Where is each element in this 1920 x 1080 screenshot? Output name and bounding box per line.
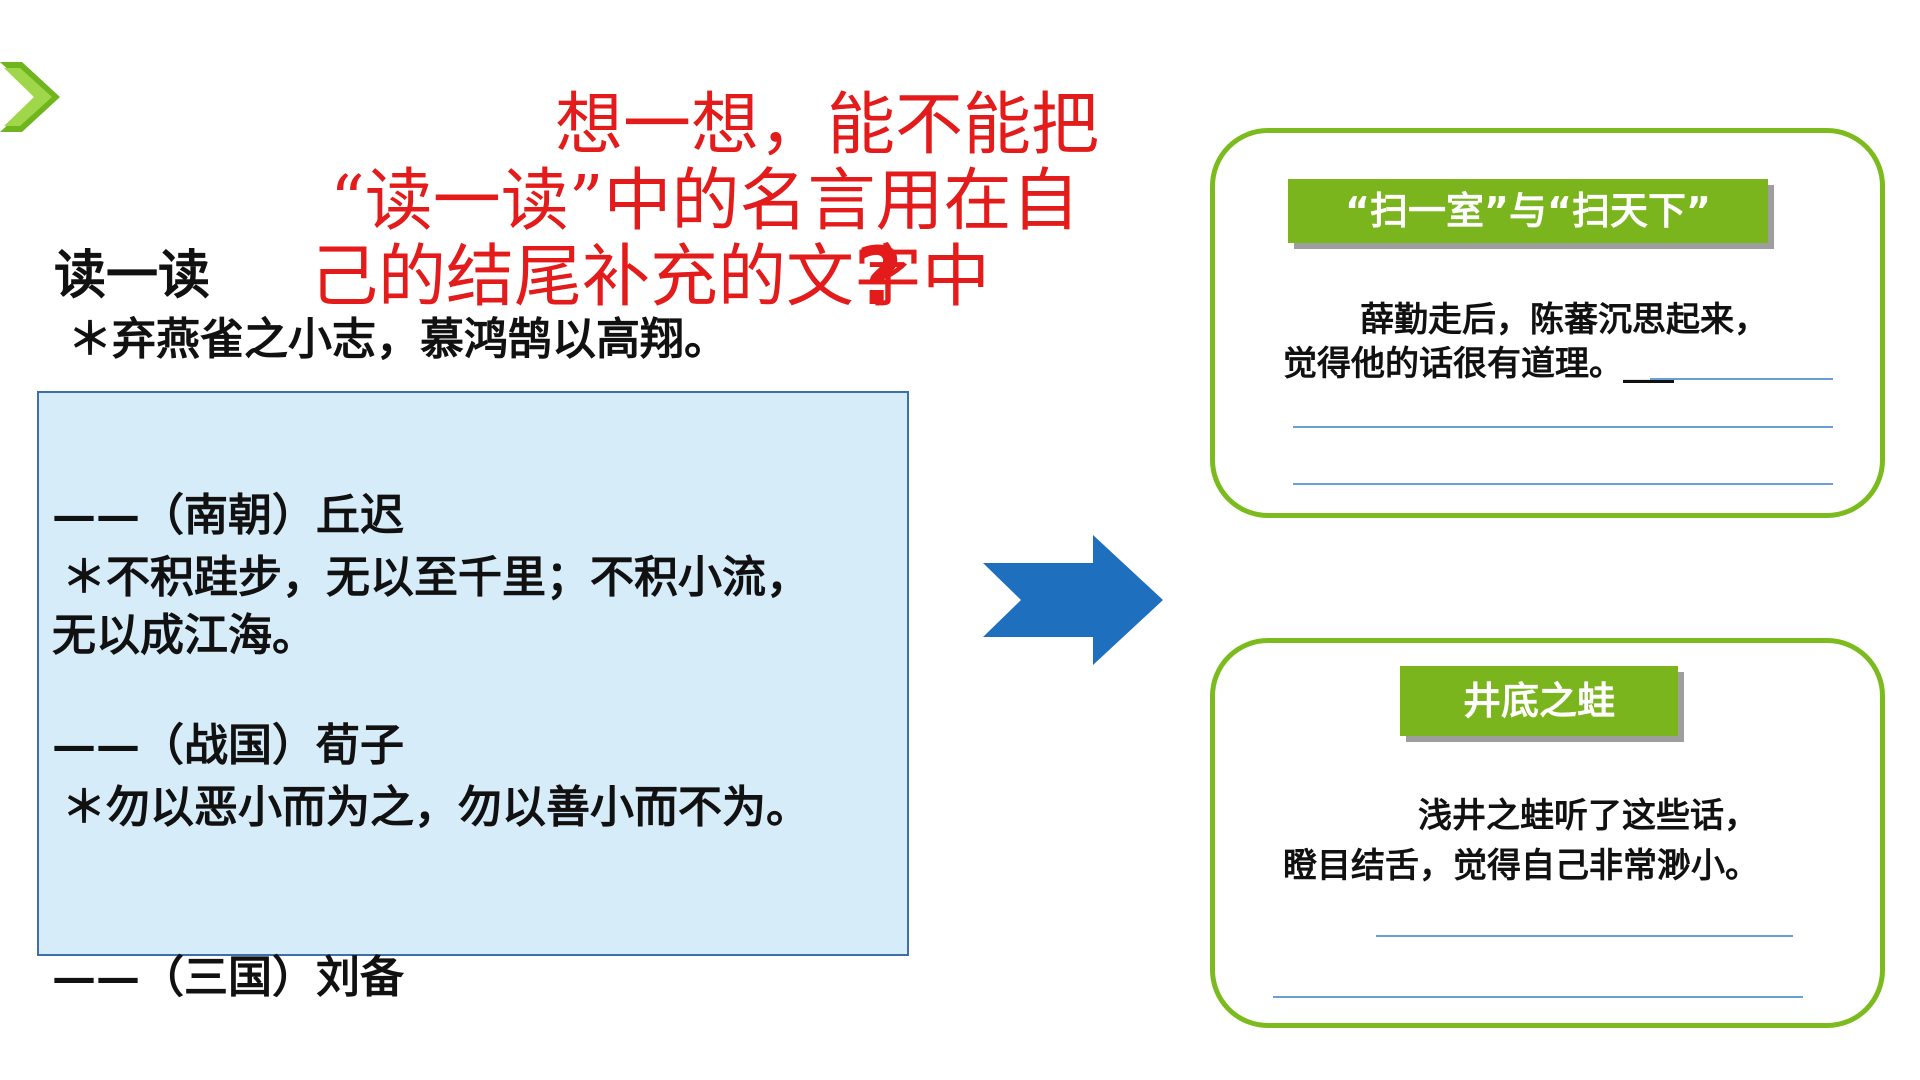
prompt-line-2: “读一读”中的名言用在自 <box>330 162 1080 241</box>
story-panel-2-line-1: 浅井之蛙听了这些话， <box>1418 796 1758 836</box>
story-panel-1-line-2: 觉得他的话很有道理。___ <box>1283 344 1674 384</box>
question-mark: ? <box>856 230 903 323</box>
quote-3-author: ——（三国）刘备 <box>52 952 404 1003</box>
story-panel-2-banner: 井底之蛙 <box>1400 666 1678 736</box>
quote-2-author: ——（战国）荀子 <box>52 720 404 771</box>
answer-line <box>1293 426 1833 428</box>
story-panel-1-line-1: 薛勤走后，陈蕃沉思起来， <box>1360 300 1768 340</box>
answer-line <box>1273 996 1803 998</box>
answer-line <box>1650 378 1833 380</box>
green-chevron-icon <box>0 62 60 132</box>
quote-box <box>37 391 909 956</box>
answer-line <box>1293 483 1833 485</box>
prompt-line-1: 想一想，能不能把 <box>555 86 1100 165</box>
quote-1: ＊弃燕雀之小志，慕鸿鹄以高翔。 <box>68 314 728 365</box>
quote-3: ＊勿以恶小而为之，勿以善小而不为。 <box>62 782 810 833</box>
read-section-title: 读一读 <box>54 245 211 306</box>
quote-2-line-2: 无以成江海。 <box>52 610 316 661</box>
story-panel-2-line-2: 瞪目结舌，觉得自己非常渺小。 <box>1283 846 1759 886</box>
prompt-line-3: 己的结尾补充的文字中 <box>310 238 991 317</box>
right-arrow-icon <box>983 535 1163 665</box>
story-panel-1-banner: “扫一室”与“扫天下” <box>1288 179 1768 243</box>
quote-1-author: ——（南朝）丘迟 <box>52 490 404 541</box>
answer-line <box>1376 935 1793 937</box>
quote-2-line-1: ＊不积跬步，无以至千里；不积小流， <box>62 552 810 603</box>
